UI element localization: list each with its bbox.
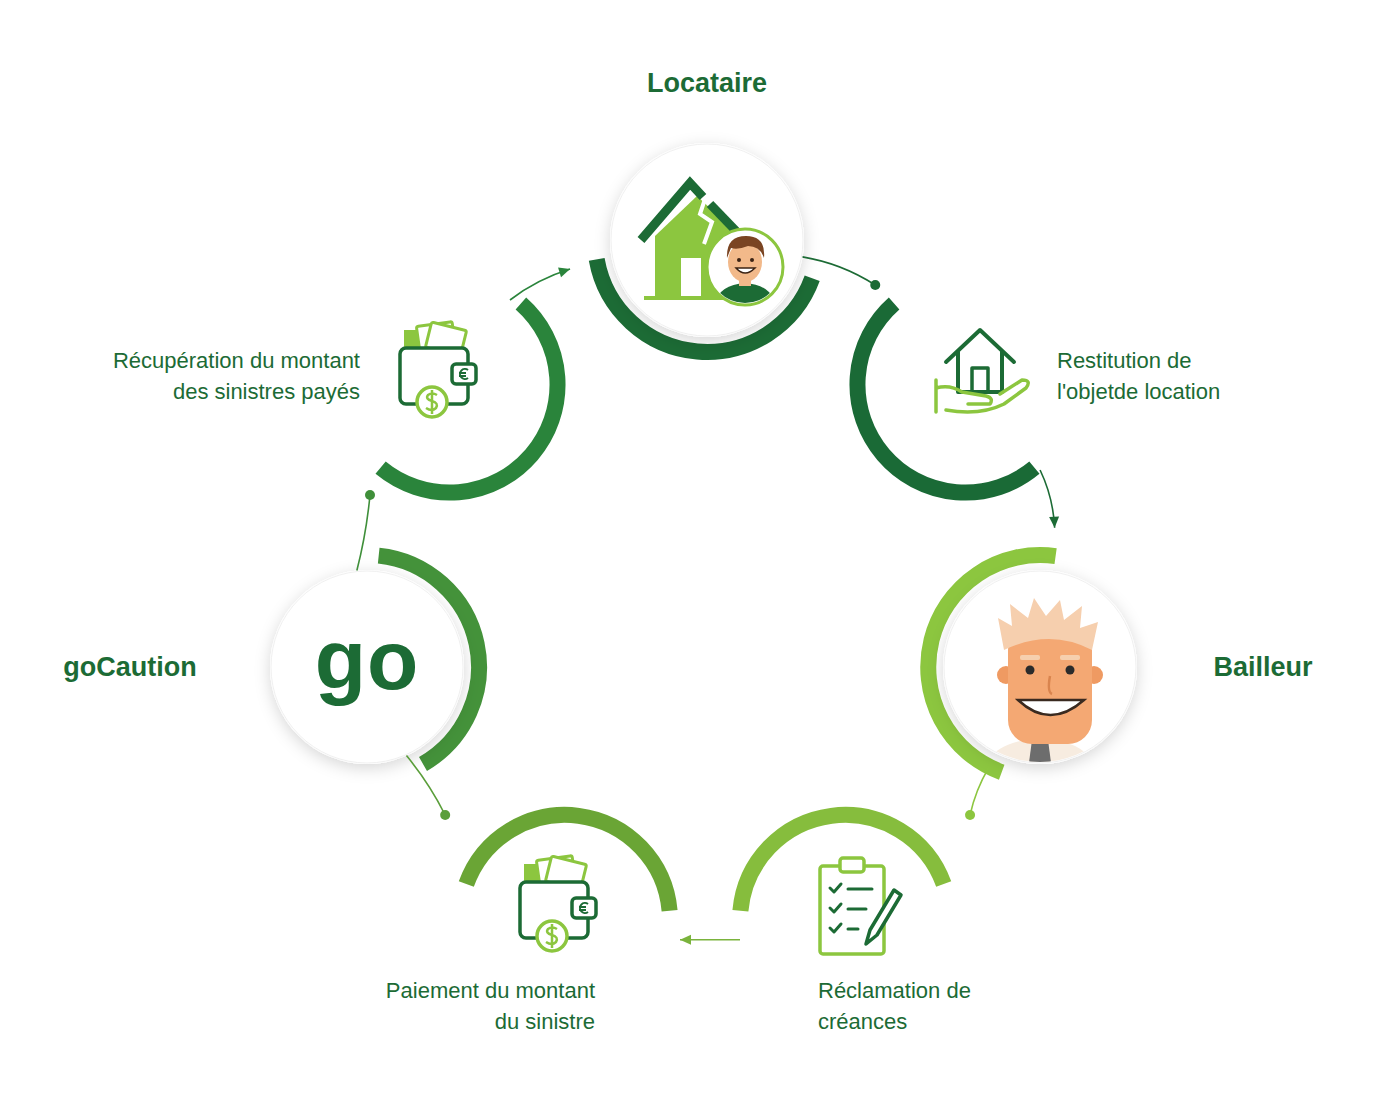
claim-icon	[820, 858, 901, 954]
arrow-head	[680, 935, 691, 945]
return-icon	[936, 330, 1028, 412]
actor-circle: Bailleur	[943, 570, 1137, 764]
step-item: Paiement du montant du sinistre	[345, 815, 680, 1043]
step-label: Restitution de l'objetde location	[1057, 345, 1269, 407]
actor-heading: goCaution	[45, 651, 215, 683]
connector-dot	[365, 490, 375, 500]
arrow-head	[558, 268, 570, 278]
circle-outline	[943, 570, 1137, 764]
flow-connector	[803, 257, 881, 290]
connector-line	[970, 768, 989, 815]
tenant-illustration	[641, 183, 783, 305]
actor-circle: goCautiongo	[270, 570, 464, 764]
step-item: Réclamation de créances	[740, 815, 1010, 1043]
circle-outline	[610, 143, 804, 337]
flow-connector	[406, 756, 450, 820]
step-label: Récupération du montant des sinistres pa…	[80, 345, 360, 407]
step-item: Restitution de l'objetde location	[855, 285, 1260, 470]
connector-line	[406, 756, 445, 815]
arrow-head	[1049, 517, 1059, 528]
connector-line	[803, 257, 876, 285]
connector-dot	[965, 810, 975, 820]
cycle-arc	[379, 259, 1056, 910]
actor-disc	[270, 143, 1137, 764]
actor-heading: Locataire	[570, 67, 844, 99]
wallet-icon	[520, 856, 596, 951]
landlord-illustration	[985, 598, 1103, 770]
flow-connector	[1040, 470, 1059, 528]
flow-connector	[680, 935, 740, 945]
flow-connector	[357, 490, 375, 571]
connector-dot	[870, 280, 880, 290]
connector-line	[357, 495, 370, 571]
step-item: Récupération du montant des sinistres pa…	[60, 300, 560, 495]
connector-dot	[440, 810, 450, 820]
step-label: Paiement du montant du sinistre	[370, 975, 595, 1037]
step-label: Réclamation de créances	[818, 975, 1008, 1037]
flow-connector	[965, 768, 989, 820]
wallet-icon	[400, 322, 476, 417]
actor-heading: Bailleur	[1178, 651, 1348, 683]
logo-text: go	[270, 618, 464, 702]
flow-connector	[510, 268, 570, 300]
logo-smile	[322, 712, 350, 717]
actor-circle: Locataire	[610, 143, 804, 337]
